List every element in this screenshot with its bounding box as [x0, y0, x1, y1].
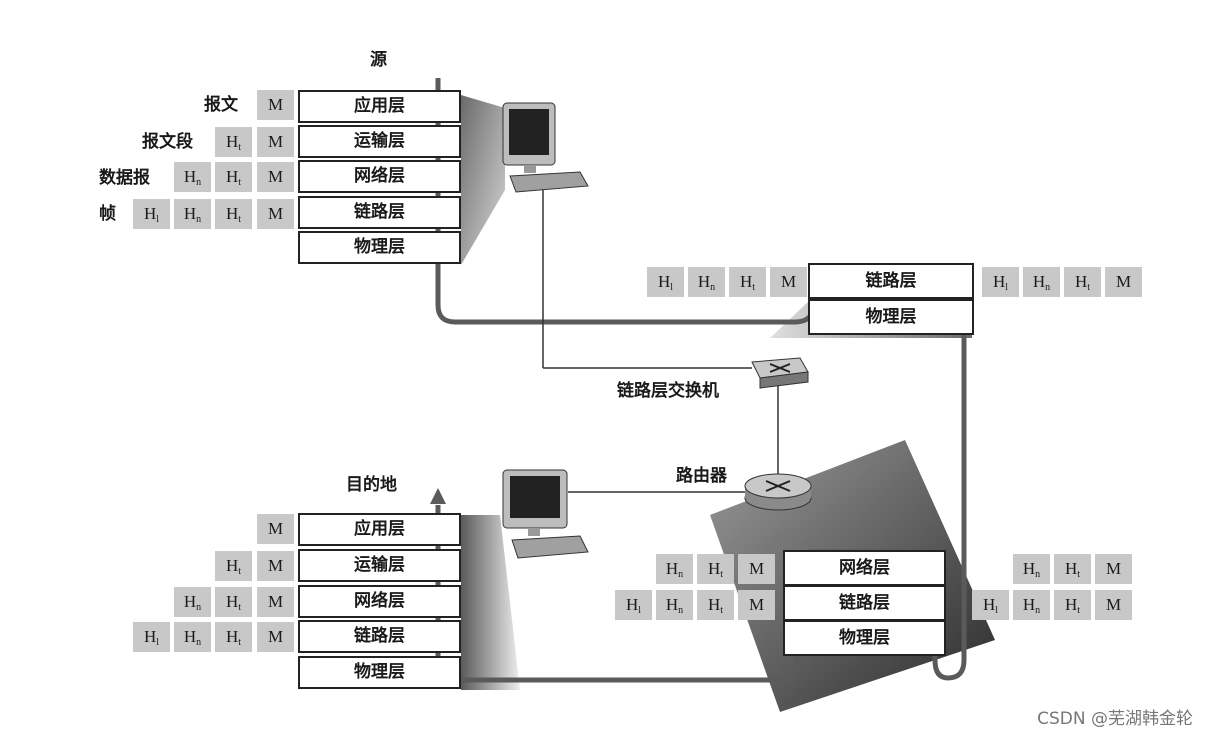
header-cell-hl: Hl [133, 622, 170, 652]
router-layer-network: 网络层 [783, 550, 946, 586]
header-cell-m: M [257, 587, 294, 617]
destination-layer-transport: 运输层 [298, 549, 461, 582]
header-cell-hl: Hl [615, 590, 652, 620]
pdu-name-segment: 报文段 [142, 132, 193, 152]
destination-layer-network: 网络层 [298, 585, 461, 618]
source-layer-link: 链路层 [298, 196, 461, 229]
pdu-name-message: 报文 [204, 95, 238, 115]
source-layer-application: 应用层 [298, 90, 461, 123]
pdu-name-frame: 帧 [99, 204, 116, 224]
header-cell-hl: Hl [982, 267, 1019, 297]
header-cell-hn: Hn [656, 554, 693, 584]
header-cell-m: M [257, 622, 294, 652]
header-cell-m: M [257, 90, 294, 120]
watermark: CSDN @芜湖韩金轮 [1037, 709, 1193, 729]
header-cell-ht: Ht [1054, 590, 1091, 620]
header-cell-hn: Hn [174, 162, 211, 192]
router-layer-physical: 物理层 [783, 620, 946, 656]
header-cell-hl: Hl [133, 199, 170, 229]
header-cell-ht: Ht [1064, 267, 1101, 297]
header-cell-hl: Hl [647, 267, 684, 297]
header-cell-m: M [1095, 554, 1132, 584]
destination-label: 目的地 [346, 475, 397, 495]
destination-layer-link: 链路层 [298, 620, 461, 653]
switch-layer-link: 链路层 [808, 263, 974, 299]
source-computer-icon [502, 102, 589, 193]
header-cell-m: M [257, 551, 294, 581]
header-cell-hn: Hn [174, 622, 211, 652]
source-layer-physical: 物理层 [298, 231, 461, 264]
header-cell-m: M [1095, 590, 1132, 620]
header-cell-m: M [1105, 267, 1142, 297]
header-cell-hn: Hn [1013, 590, 1050, 620]
header-cell-hl: Hl [972, 590, 1009, 620]
source-layer-transport: 运输层 [298, 125, 461, 158]
header-cell-hn: Hn [688, 267, 725, 297]
header-cell-hn: Hn [1013, 554, 1050, 584]
header-cell-ht: Ht [1054, 554, 1091, 584]
header-cell-ht: Ht [215, 622, 252, 652]
header-cell-ht: Ht [215, 162, 252, 192]
source-label: 源 [370, 50, 387, 70]
destination-layer-physical: 物理层 [298, 656, 461, 689]
header-cell-m: M [257, 199, 294, 229]
router-icon [744, 473, 812, 511]
source-shadow [461, 95, 505, 265]
destination-shadow [461, 515, 520, 690]
header-cell-ht: Ht [729, 267, 766, 297]
header-cell-m: M [770, 267, 807, 297]
destination-layer-application: 应用层 [298, 513, 461, 546]
header-cell-ht: Ht [215, 587, 252, 617]
header-cell-m: M [257, 162, 294, 192]
header-cell-ht: Ht [215, 199, 252, 229]
destination-computer-icon [502, 469, 589, 559]
header-cell-m: M [738, 554, 775, 584]
router-label: 路由器 [676, 466, 727, 486]
header-cell-m: M [738, 590, 775, 620]
destination-arrow [430, 488, 446, 504]
header-cell-ht: Ht [215, 127, 252, 157]
switch-label: 链路层交换机 [617, 381, 719, 401]
pdu-name-datagram: 数据报 [99, 168, 150, 188]
switch-layer-physical: 物理层 [808, 299, 974, 335]
source-layer-network: 网络层 [298, 160, 461, 193]
header-cell-hn: Hn [1023, 267, 1060, 297]
header-cell-ht: Ht [697, 554, 734, 584]
header-cell-hn: Hn [174, 587, 211, 617]
switch-icon [751, 357, 809, 389]
header-cell-hn: Hn [656, 590, 693, 620]
header-cell-ht: Ht [215, 551, 252, 581]
router-layer-link: 链路层 [783, 585, 946, 621]
header-cell-ht: Ht [697, 590, 734, 620]
header-cell-m: M [257, 514, 294, 544]
header-cell-hn: Hn [174, 199, 211, 229]
header-cell-m: M [257, 127, 294, 157]
